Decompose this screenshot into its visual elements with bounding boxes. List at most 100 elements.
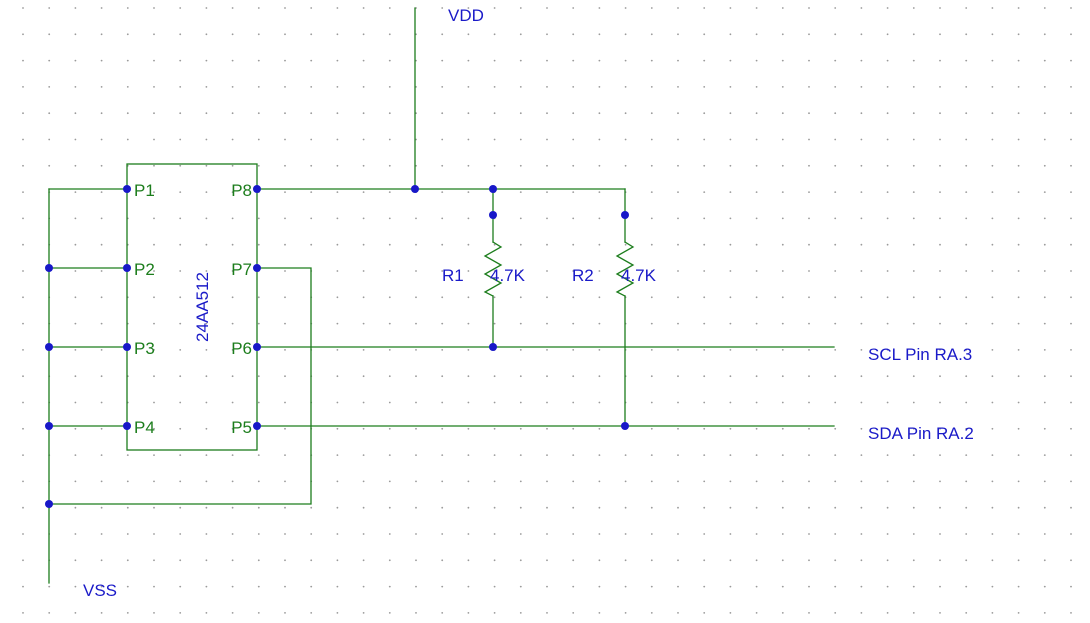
- p7-vss-wire[interactable]: [48, 267, 312, 505]
- grid-dot: [388, 401, 391, 404]
- grid-dot: [519, 401, 522, 404]
- grid-dot: [1070, 585, 1072, 588]
- grid-dot: [965, 296, 968, 299]
- grid-dot: [231, 559, 234, 562]
- grid-dot: [1017, 349, 1020, 351]
- junction-p6[interactable]: [253, 343, 261, 351]
- grid-dot: [834, 375, 837, 378]
- grid-dot: [729, 349, 732, 351]
- grid-dot: [912, 480, 915, 483]
- junction-p7[interactable]: [253, 264, 261, 272]
- grid-dot: [939, 59, 941, 62]
- grid-dot: [336, 164, 339, 167]
- junction-r2-top[interactable]: [621, 211, 629, 219]
- grid-dot: [1017, 533, 1020, 535]
- junction-r1-scl[interactable]: [489, 343, 497, 351]
- grid-dot: [1017, 322, 1020, 325]
- grid-dot: [886, 7, 889, 9]
- grid-dot: [860, 585, 863, 588]
- grid-dot: [1043, 612, 1046, 614]
- grid-dot: [48, 59, 51, 62]
- grid-dot: [991, 296, 994, 299]
- grid-dot: [572, 59, 575, 62]
- grid-dot: [388, 322, 391, 325]
- grid-dot: [650, 217, 653, 220]
- grid-dot: [1070, 59, 1072, 62]
- grid-dot: [336, 112, 339, 115]
- pin-label-p4: P4: [134, 418, 155, 437]
- junction-vss-p3[interactable]: [45, 343, 53, 351]
- grid-dot: [808, 243, 810, 246]
- grid-dot: [179, 59, 182, 62]
- grid-dot: [257, 7, 260, 9]
- junction-p3[interactable]: [123, 343, 131, 351]
- chip-body[interactable]: [126, 163, 258, 451]
- junction-p2[interactable]: [123, 264, 131, 272]
- junction-vss-p2[interactable]: [45, 264, 53, 272]
- grid-dot: [650, 7, 653, 9]
- grid-dot: [1070, 349, 1072, 351]
- grid-dot: [650, 559, 653, 562]
- grid-dot: [441, 427, 444, 430]
- grid-dot: [388, 506, 391, 509]
- junction-p5[interactable]: [253, 422, 261, 430]
- junction-p8[interactable]: [253, 185, 261, 193]
- resistor-r2-symbol[interactable]: [615, 241, 635, 297]
- grid-dot: [467, 454, 470, 456]
- grid-dot: [284, 7, 286, 9]
- grid-dot: [939, 243, 941, 246]
- grid-dot: [677, 401, 679, 404]
- junction-vss-p7[interactable]: [45, 500, 53, 508]
- grid-dot: [677, 243, 679, 246]
- grid-dot: [231, 585, 234, 588]
- grid-dot: [388, 585, 391, 588]
- grid-dot: [755, 322, 758, 325]
- grid-dot: [1043, 506, 1046, 509]
- grid-dot: [1017, 191, 1020, 194]
- grid-dot: [441, 322, 444, 325]
- grid-dot: [74, 401, 77, 404]
- junction-vdd[interactable]: [411, 185, 419, 193]
- grid-dot: [991, 217, 994, 220]
- junction-p4[interactable]: [123, 422, 131, 430]
- grid-dot: [257, 86, 260, 88]
- junction-r1-top[interactable]: [489, 211, 497, 219]
- grid-dot: [572, 33, 575, 36]
- grid-dot: [284, 191, 286, 194]
- grid-dot: [519, 217, 522, 220]
- grid-dot: [1017, 401, 1020, 404]
- grid-dot: [860, 138, 863, 141]
- grid-dot: [860, 506, 863, 509]
- grid-dot: [965, 7, 968, 9]
- grid-dot: [467, 7, 470, 9]
- grid-dot: [100, 559, 103, 562]
- grid-dot: [519, 7, 522, 9]
- grid-dot: [310, 86, 313, 88]
- junction-r1-top-rail[interactable]: [489, 185, 497, 193]
- grid-dot: [939, 349, 941, 351]
- grid-dot: [74, 559, 77, 562]
- grid-dot: [755, 454, 758, 456]
- junction-p1[interactable]: [123, 185, 131, 193]
- grid-dot: [362, 322, 365, 325]
- grid-dot: [388, 164, 391, 167]
- grid-dot: [546, 375, 548, 378]
- grid-dot: [153, 612, 155, 614]
- junction-vss-p4[interactable]: [45, 422, 53, 430]
- resistor-r1-symbol[interactable]: [483, 241, 503, 297]
- grid-dot: [205, 585, 208, 588]
- grid-dot: [415, 585, 417, 588]
- grid-dot: [729, 480, 732, 483]
- grid-dot: [284, 217, 286, 220]
- junction-r2-sda[interactable]: [621, 422, 629, 430]
- grid-dot: [781, 217, 784, 220]
- grid-dot: [991, 164, 994, 167]
- grid-dot: [74, 59, 77, 62]
- grid-dot: [1043, 138, 1046, 141]
- grid-dot: [205, 112, 208, 115]
- grid-dot: [677, 612, 679, 614]
- grid-dot: [362, 559, 365, 562]
- grid-dot: [519, 559, 522, 562]
- grid-dot: [22, 506, 24, 509]
